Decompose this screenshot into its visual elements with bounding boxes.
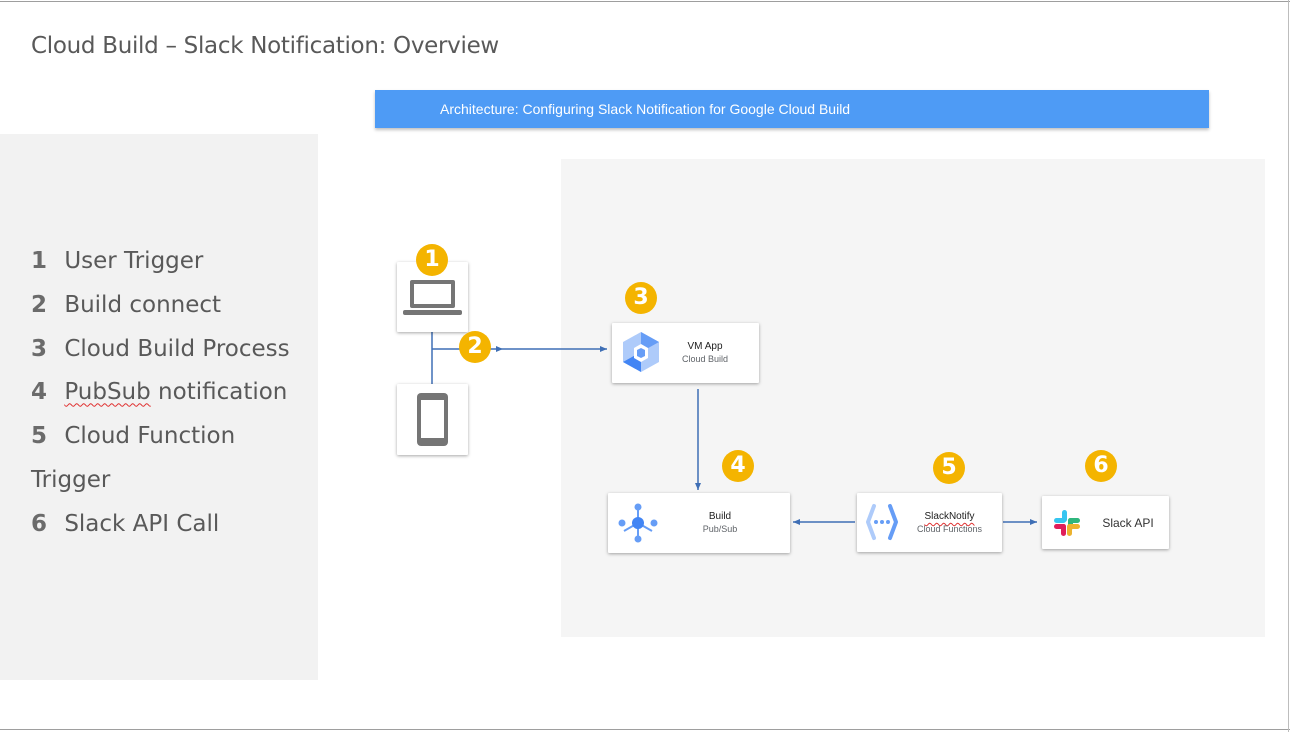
- step-label: Build connect: [64, 291, 222, 318]
- step-item: 5 Cloud Function: [31, 415, 311, 459]
- steps-list: 1 User Trigger 2 Build connect 3 Cloud B…: [31, 240, 311, 547]
- step-number: 5: [31, 423, 48, 450]
- cloud-build-title: VM App: [687, 341, 723, 352]
- bottom-border: [0, 729, 1290, 730]
- step-label: Cloud Function: [64, 423, 236, 450]
- diagram-area: [561, 159, 1265, 637]
- cloud-functions-title-text: SlackNotify: [924, 511, 975, 522]
- step-number: 4: [31, 379, 48, 406]
- step-badge-2: 2: [459, 331, 491, 363]
- cloud-build-icon: [623, 332, 659, 372]
- step-number: 2: [31, 291, 48, 318]
- cloud-functions-card: SlackNotify Cloud Functions: [857, 493, 1002, 552]
- cloud-functions-title: SlackNotify: [907, 511, 992, 522]
- step-label: Trigger: [31, 466, 111, 493]
- step-item: 2 Build connect: [31, 284, 311, 328]
- pubsub-icon: [618, 503, 658, 543]
- step-number: 6: [31, 510, 48, 537]
- pubsub-card: Build Pub/Sub: [608, 493, 790, 553]
- phone-card: [397, 384, 468, 455]
- step-badge-1: 1: [416, 244, 448, 276]
- pubsub-title: Build: [708, 511, 732, 522]
- laptop-card: [397, 262, 468, 332]
- pubsub-subtitle: Pub/Sub: [702, 524, 738, 534]
- connector-arrowhead-mid: [496, 346, 503, 352]
- banner-text: Architecture: Configuring Slack Notifica…: [440, 101, 851, 117]
- slide-title: Cloud Build – Slack Notification: Overvi…: [31, 33, 499, 59]
- step-number: 1: [31, 248, 48, 274]
- step-badge-5: 5: [933, 452, 965, 484]
- step-label: Slack API Call: [64, 510, 220, 537]
- step-label: notification: [150, 379, 288, 406]
- step-number: 3: [31, 335, 48, 362]
- steps-panel: [0, 134, 318, 680]
- cloud-functions-icon: [866, 504, 898, 540]
- step-label: User Trigger: [64, 248, 204, 274]
- right-border: [1288, 0, 1289, 732]
- cloud-build-subtitle: Cloud Build: [681, 354, 729, 364]
- step-item: 3 Cloud Build Process: [31, 328, 311, 372]
- step-item-continued: Trigger: [31, 459, 311, 503]
- step-badge-3: 3: [625, 282, 657, 314]
- step-badge-4: 4: [722, 450, 754, 482]
- architecture-banner: Architecture: Configuring Slack Notifica…: [375, 90, 1209, 128]
- slack-icon: [1054, 510, 1080, 536]
- slack-title: Slack API: [1102, 516, 1154, 530]
- step-item: 4 PubSub notification: [31, 371, 311, 415]
- phone-icon: [417, 393, 448, 446]
- laptop-icon: [403, 280, 462, 315]
- step-label-pubsub: PubSub: [64, 379, 151, 406]
- cloud-functions-subtitle: Cloud Functions: [916, 524, 983, 534]
- step-item: 1 User Trigger: [31, 240, 311, 284]
- step-badge-6: 6: [1085, 450, 1117, 482]
- top-border: [0, 1, 1290, 2]
- step-label: Cloud Build Process: [64, 335, 290, 362]
- slack-card: Slack API: [1042, 496, 1169, 549]
- cloud-build-card: VM App Cloud Build: [612, 323, 759, 383]
- step-item: 6 Slack API Call: [31, 503, 311, 547]
